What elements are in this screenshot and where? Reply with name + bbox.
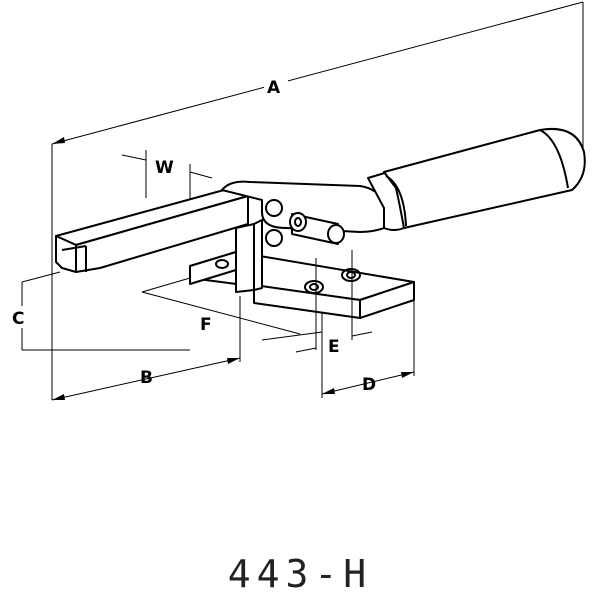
- label-d: D: [362, 375, 376, 395]
- dimension-w: W: [121, 150, 213, 210]
- pivot-pin: [265, 229, 283, 247]
- pivot-pin: [289, 212, 307, 232]
- label-b: B: [140, 368, 153, 388]
- label-a: A: [267, 78, 281, 98]
- base-plate: [189, 251, 415, 319]
- support-bracket: [235, 219, 263, 293]
- dimension-d: D: [321, 300, 415, 398]
- dimension-b: B: [51, 296, 241, 401]
- dimension-f: F: [141, 277, 323, 341]
- pivot-pin: [265, 199, 283, 217]
- handle-grip: [383, 128, 586, 229]
- model-code: 443-H: [227, 552, 373, 596]
- linkage-block: [221, 180, 385, 247]
- dimension-c: C: [10, 271, 190, 351]
- dimension-e: E: [295, 250, 373, 357]
- label-c: C: [12, 309, 24, 329]
- pivot-pin: [327, 224, 345, 244]
- mount-hole: [304, 280, 324, 294]
- label-w: W: [155, 158, 174, 178]
- mount-hole: [341, 268, 361, 282]
- label-f: F: [200, 315, 212, 335]
- label-e: E: [328, 337, 340, 357]
- dimension-a: A: [51, 1, 584, 400]
